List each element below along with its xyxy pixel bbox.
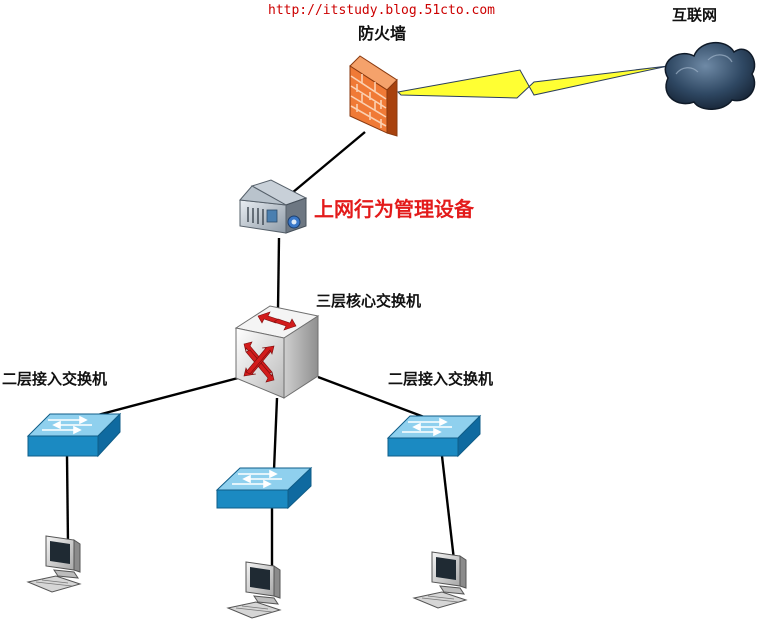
firewall-icon [349, 55, 398, 137]
wan-link-lightning [396, 65, 669, 99]
lightning-bolt [396, 65, 669, 99]
access-switch-left-label: 二层接入交换机 [2, 370, 108, 388]
pc-icon-mid [226, 561, 282, 619]
core-switch-label: 三层核心交换机 [316, 292, 422, 310]
link-behavior-core [276, 237, 281, 311]
pc-icon-right [412, 551, 468, 609]
internet-label: 互联网 [672, 6, 718, 24]
link-firewall-behavior [285, 131, 366, 199]
behavior-mgmt-label: 上网行为管理设备 [314, 197, 474, 221]
link-access-right-pc [440, 455, 456, 561]
layer3-switch-icon [234, 305, 320, 399]
links [65, 131, 456, 570]
access-switch-right [386, 414, 482, 458]
server-icon [239, 179, 308, 234]
link-core-access-right [317, 375, 433, 422]
access-switch-left [26, 412, 122, 458]
watermark-url: http://itstudy.blog.51cto.com [268, 3, 495, 18]
pc-icon-left [26, 535, 82, 593]
link-access-left-pc [65, 455, 70, 545]
access-switch-right-label: 二层接入交换机 [388, 370, 494, 388]
link-core-access-mid [272, 397, 279, 471]
link-core-access-left [93, 376, 239, 418]
firewall-label: 防火墙 [358, 24, 407, 43]
cloud-icon [664, 42, 756, 110]
access-switch-mid [215, 466, 313, 510]
